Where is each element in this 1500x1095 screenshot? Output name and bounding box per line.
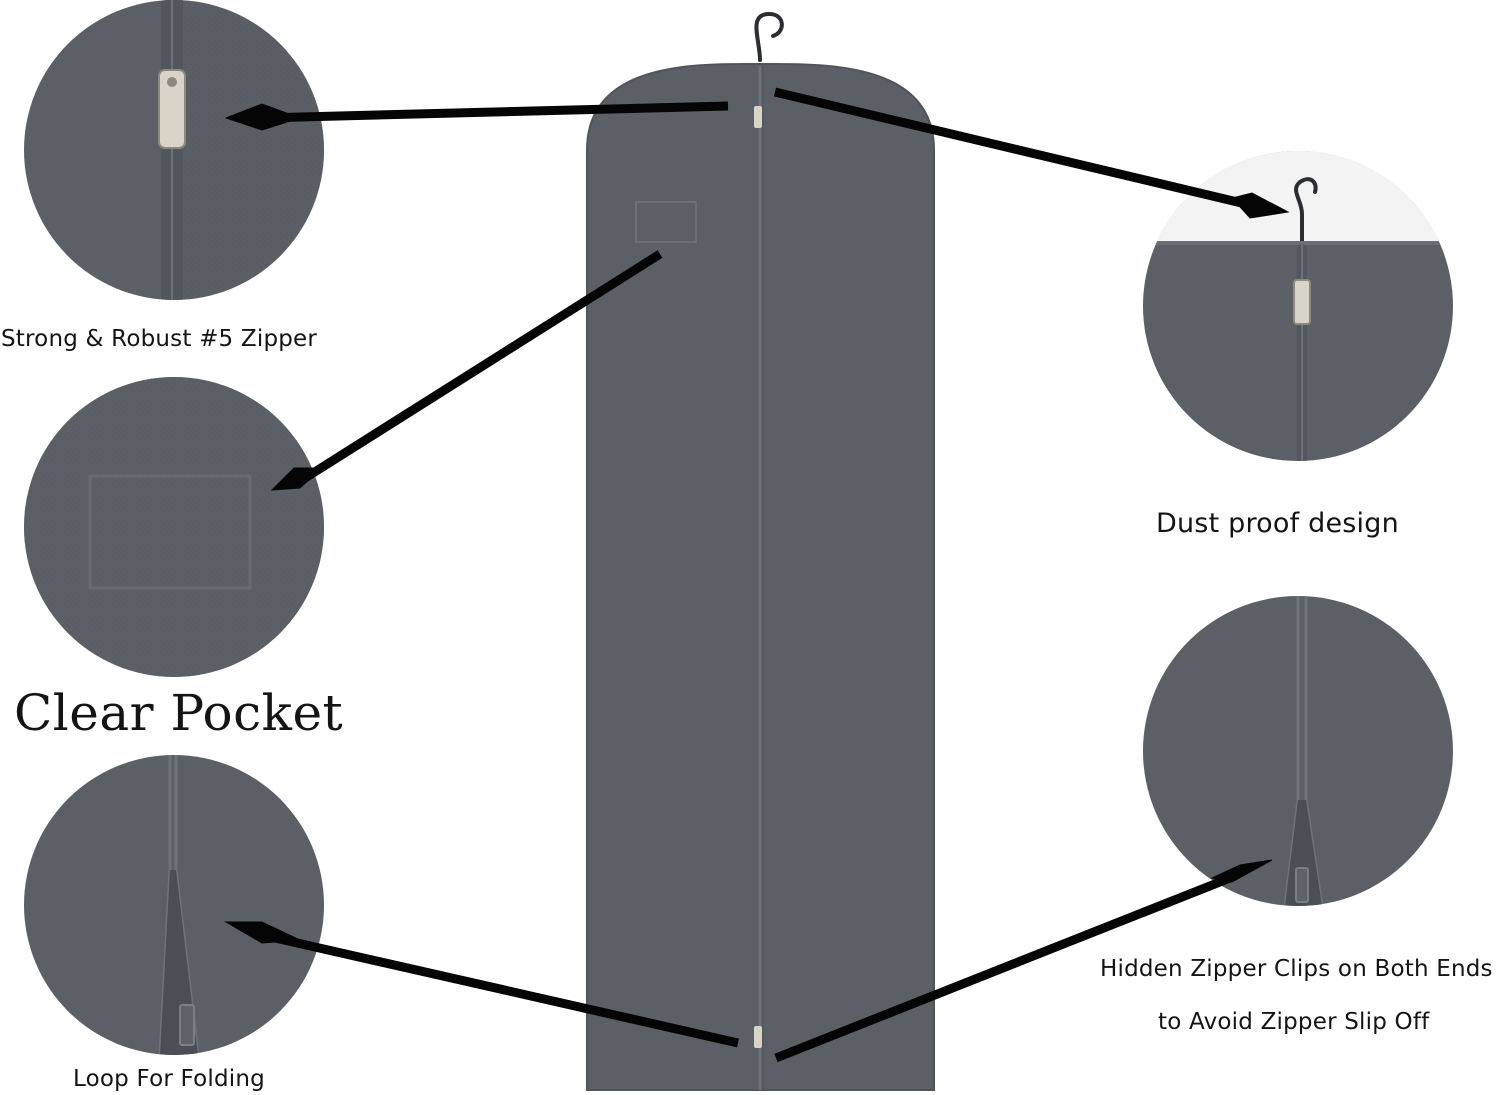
hanger-hook-detail: [1294, 177, 1318, 244]
label-dust-proof: Dust proof design: [1156, 508, 1399, 539]
detail-circle-dust-proof: [1143, 151, 1453, 461]
label-hidden-clips-line2: to Avoid Zipper Slip Off: [1158, 1009, 1430, 1035]
detail-circle-zipper: [24, 0, 324, 300]
bag-zipper-pull-top: [754, 106, 762, 128]
label-zipper: Strong & Robust #5 Zipper: [1, 326, 318, 352]
arrow-hidden-clips: [774, 859, 1273, 1063]
arrow-dust-proof: [773, 87, 1290, 219]
label-clear-pocket: Clear Pocket: [14, 684, 344, 742]
hanger-hook: [754, 12, 784, 62]
detail-circle-pocket: [24, 377, 324, 677]
detail-circle-hidden-clips: [1143, 596, 1453, 906]
detail-circle-folding: [24, 755, 324, 1055]
bag-zipper-pull-bottom: [754, 1026, 762, 1048]
callout-arrows: [224, 87, 1290, 1063]
arrow-folding: [224, 921, 739, 1048]
arrow-zipper: [224, 101, 729, 131]
bag-clear-pocket: [635, 201, 697, 243]
label-hidden-clips-line1: Hidden Zipper Clips on Both Ends: [1100, 956, 1493, 982]
arrow-pocket: [270, 250, 663, 491]
garment-bag: [586, 12, 935, 1091]
label-loop-folding: Loop For Folding: [73, 1066, 265, 1092]
